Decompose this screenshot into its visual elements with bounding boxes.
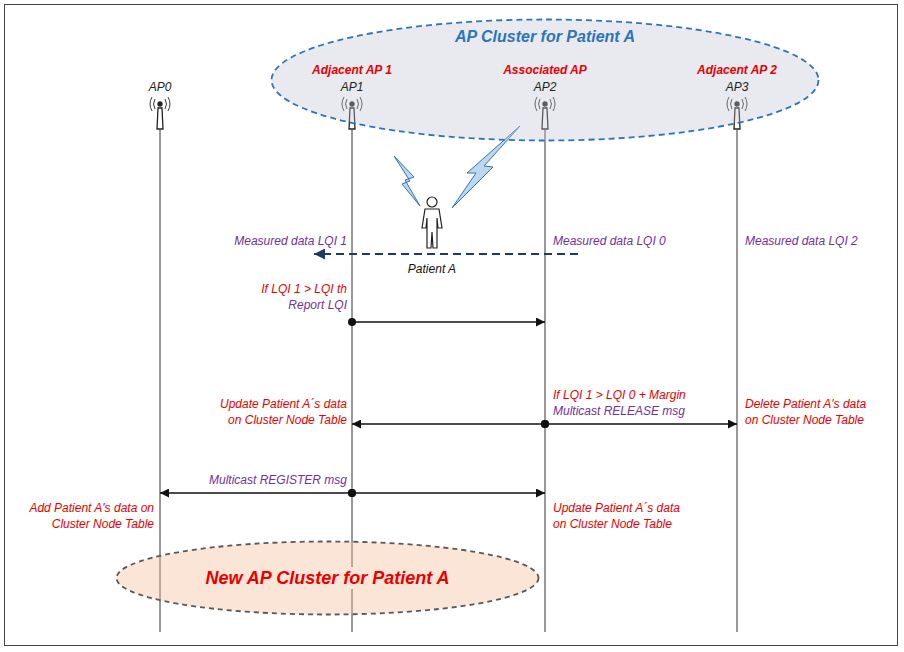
message-arrow [160, 489, 356, 497]
message-arrow [348, 318, 545, 326]
table-action: Add Patient A's data on Cluster Node Tab… [22, 500, 154, 532]
source-dot [541, 420, 549, 428]
ap-name: AP1 [312, 79, 392, 96]
message-name: Report LQI [288, 297, 347, 313]
measurement-note: Measured data LQI 2 [745, 233, 858, 249]
cluster-title: New AP Cluster for Patient A [201, 567, 453, 589]
table-action: Delete Patient A's data on Cluster Node … [745, 396, 877, 428]
cluster-title: AP Cluster for Patient A [455, 27, 635, 47]
message-line [160, 492, 352, 494]
access-point: AP0 [146, 79, 175, 96]
role-label: Adjacent AP 1 [312, 62, 392, 79]
source-dot [348, 318, 356, 326]
source-dot [348, 489, 356, 497]
message-arrow [352, 420, 549, 428]
table-action: Update Patient A´s data on Cluster Node … [553, 500, 685, 532]
ap-name: AP0 [149, 79, 172, 96]
wireless-bolt [394, 156, 420, 206]
message-arrow [348, 489, 545, 497]
source-dot [541, 420, 549, 428]
role-label: Adjacent AP 2 [697, 62, 777, 79]
cluster-ellipse: AP Cluster for Patient A Adjacent AP 1AP1… [270, 18, 820, 142]
access-point: Adjacent AP 2AP3 [694, 62, 780, 96]
patient-figure [422, 197, 442, 248]
condition-note: If LQI 1 > LQI 0 + Margin [553, 387, 686, 403]
message-name: Multicast REGISTER msg [209, 472, 347, 488]
message-arrow [541, 420, 737, 428]
condition-note: If LQI 1 > LQI th [261, 281, 347, 297]
measurement-note: Measured data LQI 1 [234, 233, 347, 249]
access-point: Adjacent AP 1AP1 [309, 62, 395, 96]
message-line [352, 423, 545, 425]
ap-name: AP2 [503, 79, 587, 96]
source-dot [348, 489, 356, 497]
access-point: Associated APAP2 [500, 62, 590, 96]
table-action: Update Patient A´s data on Cluster Node … [215, 396, 347, 428]
new-cluster-ellipse: New AP Cluster for Patient A [115, 540, 540, 616]
role-label: Associated AP [503, 62, 587, 79]
message-name: Multicast RELEASE msg [553, 403, 685, 419]
ap-name: AP3 [697, 79, 777, 96]
measurement-note: Measured data LQI 0 [553, 233, 666, 249]
movement-arrow [314, 253, 578, 255]
message-line [352, 321, 545, 323]
message-line [545, 423, 737, 425]
patient-name: Patient A [408, 261, 456, 277]
message-line [352, 492, 545, 494]
